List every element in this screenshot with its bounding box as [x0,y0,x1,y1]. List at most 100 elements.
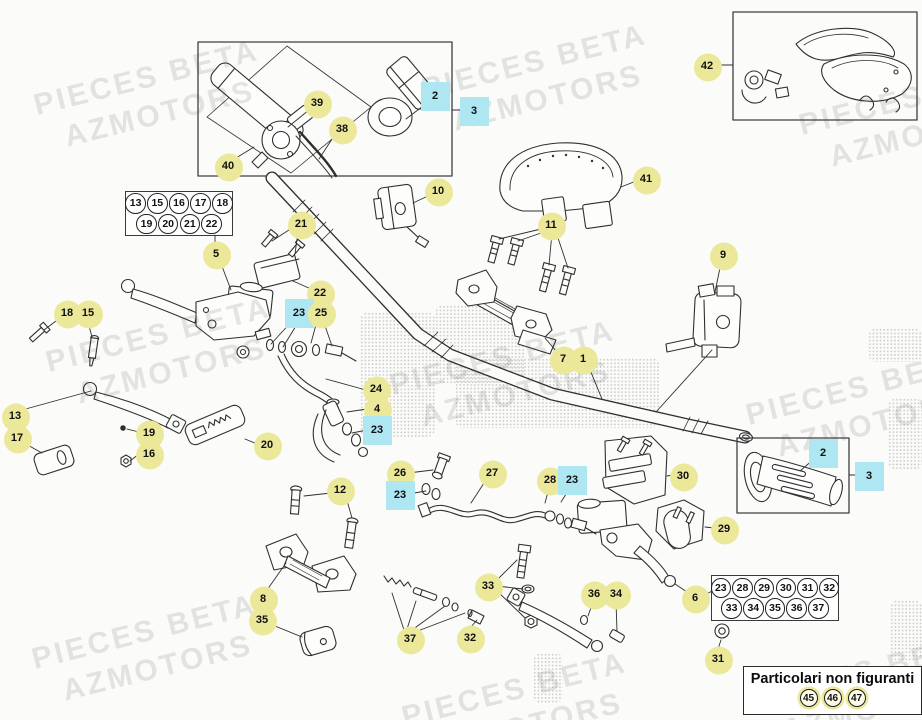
group-circle-29[interactable]: 29 [753,577,775,598]
not-shown-parts-box: Particolari non figuranti 45 46 47 [743,666,922,715]
not-shown-part-46[interactable]: 46 [823,689,842,707]
callout-28[interactable]: 28 [538,468,562,492]
callout-17[interactable]: 17 [5,426,29,450]
group-circle-17[interactable]: 17 [190,193,211,214]
group-circle-23[interactable]: 23 [710,577,732,598]
callout-7[interactable]: 7 [551,347,575,371]
bar-pad [299,625,337,657]
callout-13[interactable]: 13 [3,404,27,428]
callout-8[interactable]: 8 [251,587,275,611]
callout-20[interactable]: 20 [255,433,279,457]
callout-23[interactable]: 23 [557,465,587,495]
group-circle-35[interactable]: 35 [764,598,786,619]
group-circle-30[interactable]: 30 [775,577,797,598]
callout-32[interactable]: 32 [458,626,482,650]
callout-40[interactable]: 40 [216,154,240,178]
not-shown-parts-numbers: 45 46 47 [797,688,869,708]
not-shown-part-47[interactable]: 47 [847,689,866,707]
callout-9[interactable]: 9 [711,243,735,267]
clutch-master-cylinder [120,278,274,359]
clamp-detail-box [655,499,705,550]
group-circle-13[interactable]: 13 [125,193,146,214]
callout-29[interactable]: 29 [712,517,736,541]
callout-37[interactable]: 37 [398,627,422,651]
callout-27[interactable]: 27 [480,461,504,485]
group-circle-15[interactable]: 15 [147,193,168,214]
throttle-assembly-box [197,41,453,179]
callout-16[interactable]: 16 [137,442,161,466]
callout-31[interactable]: 31 [706,647,730,671]
callout-23[interactable]: 23 [362,415,392,445]
not-shown-part-45[interactable]: 45 [799,689,818,707]
callout-1[interactable]: 1 [571,347,595,371]
callout-3[interactable]: 3 [459,96,489,126]
callout-22[interactable]: 22 [308,281,332,305]
clutch-cable-parts [277,353,369,463]
callout-33[interactable]: 33 [476,574,500,598]
cable-adjuster-parts [265,338,357,362]
bar-mount-assembly [455,234,577,355]
group-circle-36[interactable]: 36 [786,598,807,619]
dome-nut [714,623,730,639]
spare-brake-lever [506,587,625,653]
group-circle-31[interactable]: 31 [797,577,818,598]
callout-2[interactable]: 2 [420,81,450,111]
callout-25[interactable]: 25 [309,301,333,325]
throttle-tube [367,56,437,137]
stipple-patch [868,328,922,362]
bar-risers [265,485,359,593]
group-circle-33[interactable]: 33 [721,598,742,619]
callout-41[interactable]: 41 [634,167,658,191]
callout-6[interactable]: 6 [683,586,707,610]
bolt-washer-nut-set [516,543,538,629]
callout-12[interactable]: 12 [328,478,352,502]
pads-detail-box [602,435,668,505]
group-circle-18[interactable]: 18 [212,193,233,214]
clamp-plate [253,228,306,289]
callout-38[interactable]: 38 [330,117,354,141]
callout-15[interactable]: 15 [76,301,100,325]
callout-39[interactable]: 39 [305,91,329,115]
group-circle-28[interactable]: 28 [732,577,753,598]
callout-21[interactable]: 21 [289,212,313,236]
callout-10[interactable]: 10 [426,179,450,203]
callout-11[interactable]: 11 [539,213,563,237]
callout-18[interactable]: 18 [55,301,79,325]
spare-clutch-lever [28,321,187,476]
stipple-patch [533,653,563,703]
group-circle-37[interactable]: 37 [808,598,829,619]
callout-19[interactable]: 19 [137,421,161,445]
group-circle-22[interactable]: 22 [201,213,222,234]
callout-34[interactable]: 34 [604,582,628,606]
callout-3[interactable]: 3 [854,461,884,491]
group-circle-19[interactable]: 19 [136,213,157,234]
switch-10 [373,183,430,248]
callout-5[interactable]: 5 [204,242,228,266]
group-circle-20[interactable]: 20 [157,213,179,234]
leader-lines [21,64,859,650]
group-circle-32[interactable]: 32 [818,577,840,598]
group-circle-16[interactable]: 16 [168,193,190,214]
callout-4[interactable]: 4 [365,397,389,421]
grip-box [736,437,850,514]
group-circle-21[interactable]: 21 [179,213,201,234]
callout-42[interactable]: 42 [695,54,719,78]
not-shown-parts-title: Particolari non figuranti [750,671,915,687]
group-circle-34[interactable]: 34 [743,598,764,619]
callout-23[interactable]: 23 [385,480,415,510]
switch-9 [665,283,742,358]
callout-30[interactable]: 30 [671,464,695,488]
callout-2[interactable]: 2 [808,438,838,468]
callout-35[interactable]: 35 [250,608,274,632]
stipple-patch [888,398,922,470]
brake-master-cylinder [417,452,677,588]
spring-pin-set [383,575,485,625]
